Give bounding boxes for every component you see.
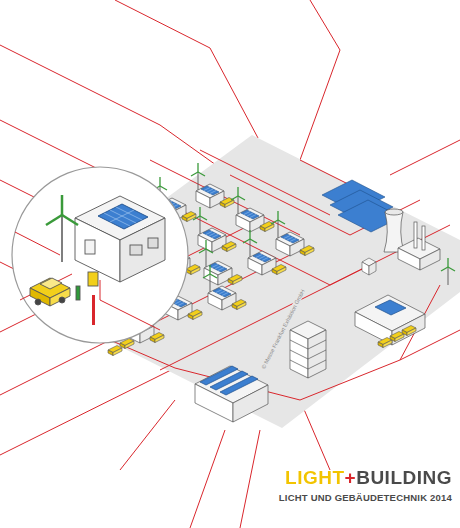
brand-title: LIGHT+BUILDING <box>285 467 452 489</box>
brand-subtitle: LICHT UND GEBÄUDETECHNIK 2014 <box>279 492 452 503</box>
